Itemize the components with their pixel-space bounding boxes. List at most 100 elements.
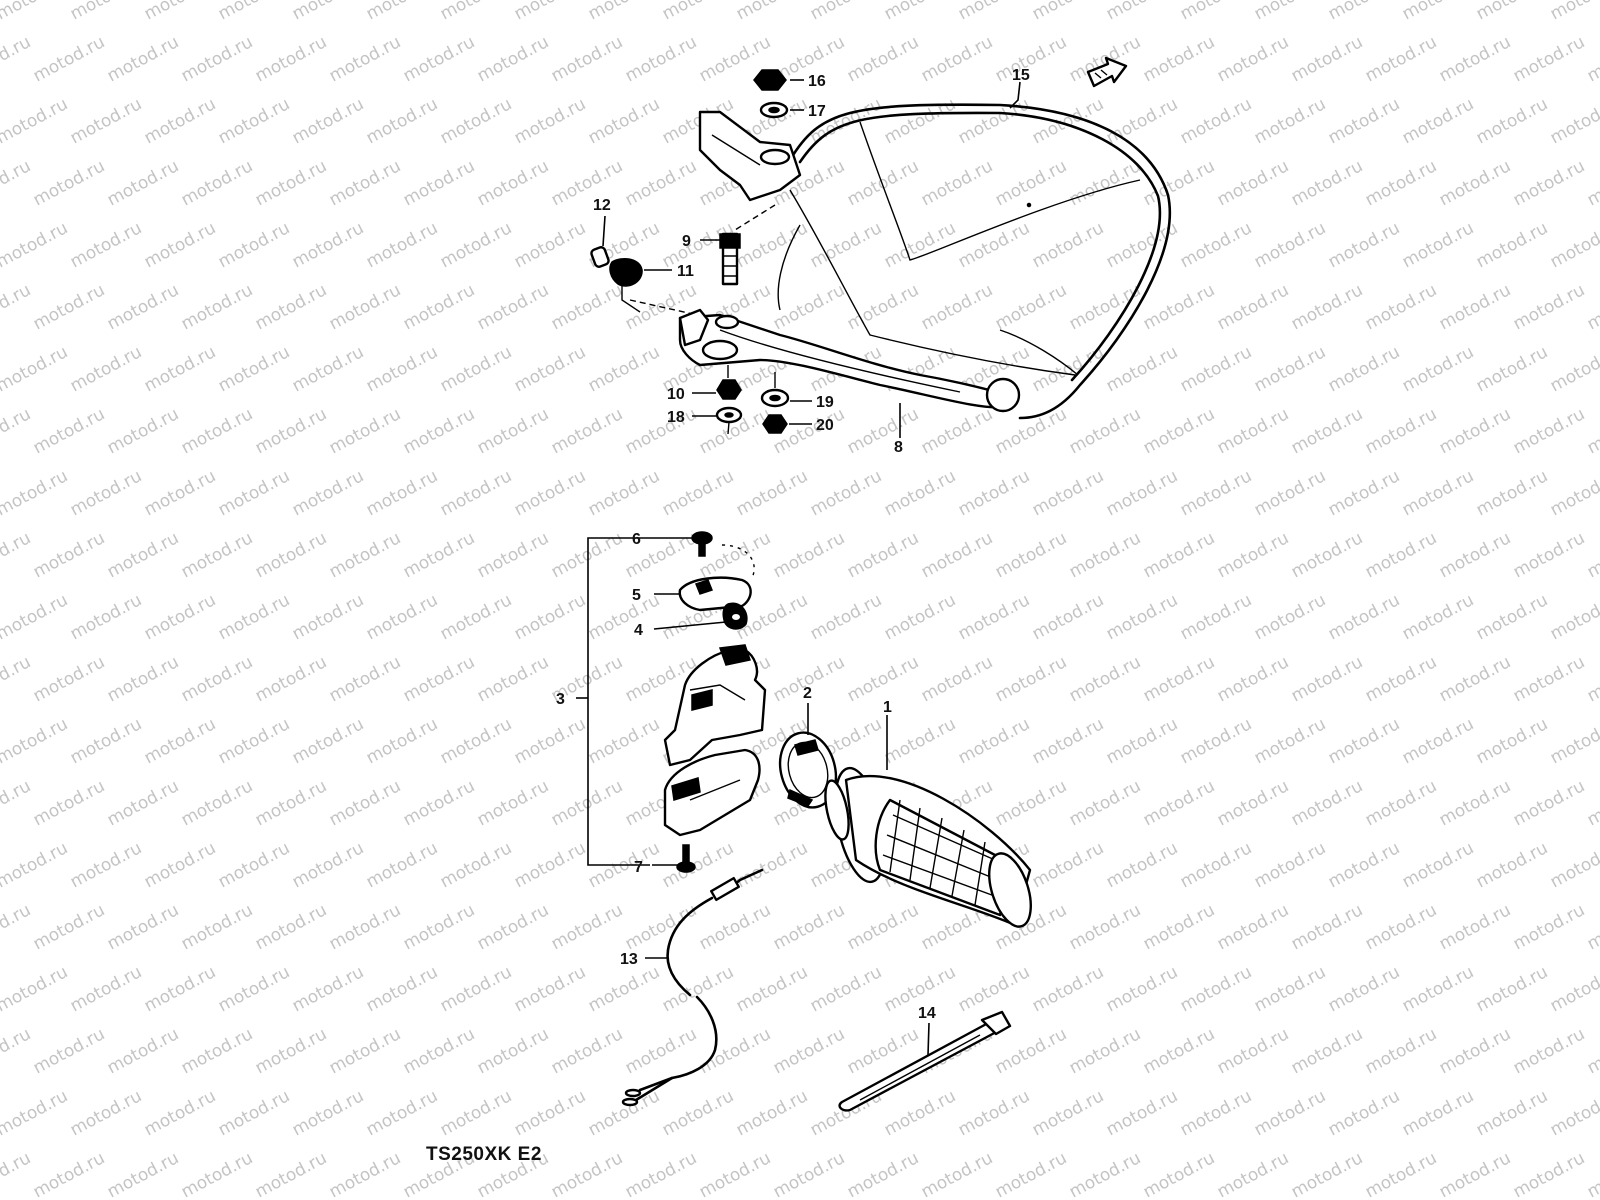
watermark-text: motod.ru: [474, 156, 552, 210]
watermark-text: motod.ru: [1584, 1148, 1600, 1200]
watermark-text: motod.ru: [1214, 156, 1292, 210]
watermark-text: motod.ru: [1214, 652, 1292, 706]
watermark-text: motod.ru: [1029, 714, 1107, 768]
watermark-text: motod.ru: [1066, 280, 1144, 334]
watermark-text: motod.ru: [807, 466, 885, 520]
watermark-text: motod.ru: [1399, 590, 1477, 644]
watermark-text: motod.ru: [1547, 342, 1600, 396]
watermark-text: motod.ru: [178, 900, 256, 954]
watermark-text: motod.ru: [1140, 404, 1218, 458]
watermark-text: motod.ru: [104, 404, 182, 458]
watermark-text: motod.ru: [104, 32, 182, 86]
watermark-text: motod.ru: [733, 466, 811, 520]
lower-stay-8-ridge: [719, 329, 961, 393]
watermark-text: motod.ru: [252, 1148, 330, 1200]
watermark-text: motod.ru: [252, 1024, 330, 1078]
watermark-text: motod.ru: [178, 404, 256, 458]
watermark-text: motod.ru: [0, 1086, 71, 1140]
watermark-text: motod.ru: [844, 528, 922, 582]
watermark-text: motod.ru: [0, 0, 71, 24]
watermark-text: motod.ru: [67, 590, 145, 644]
callout-labels: 16 17 15 12 11 9 10 18 19 20 8 6 5 4 3 7…: [556, 67, 1030, 1022]
washer-17-hole: [768, 106, 780, 114]
hand-guard-assembly: [590, 69, 1171, 435]
leader-12: [602, 215, 606, 247]
watermark-text: motod.ru: [1288, 776, 1366, 830]
watermark-text: motod.ru: [1547, 94, 1600, 148]
callout-7: 7: [634, 859, 643, 876]
watermark-text: motod.ru: [1362, 32, 1440, 86]
watermark-text: motod.ru: [1251, 94, 1329, 148]
watermark-text: motod.ru: [955, 962, 1033, 1016]
watermark-text: motod.ru: [1584, 1024, 1600, 1078]
watermark-text: motod.ru: [844, 32, 922, 86]
watermark-text: motod.ru: [400, 528, 478, 582]
nut-16: [753, 69, 787, 91]
washer-18-hole: [724, 412, 734, 418]
watermark-text: motod.ru: [104, 776, 182, 830]
watermark-text: motod.ru: [1251, 590, 1329, 644]
watermark-text: motod.ru: [1436, 1024, 1514, 1078]
watermark-text: motod.ru: [437, 94, 515, 148]
watermark-text: motod.ru: [1214, 528, 1292, 582]
watermark-text: motod.ru: [363, 1086, 441, 1140]
cover-dash-outline: [721, 544, 755, 579]
watermark-text: motod.ru: [474, 1024, 552, 1078]
watermark-text: motod.ru: [585, 342, 663, 396]
watermark-text: motod.ru: [67, 838, 145, 892]
watermark-text: motod.ru: [1029, 590, 1107, 644]
watermark-text: motod.ru: [400, 404, 478, 458]
front-arrow-icon: [1086, 56, 1128, 88]
throttle-housing-upper-edge: [689, 684, 746, 701]
hand-guard-crease: [999, 329, 1079, 376]
watermark-text: motod.ru: [918, 652, 996, 706]
watermark-text: motod.ru: [1510, 528, 1588, 582]
watermark-text: motod.ru: [104, 1148, 182, 1200]
watermark-text: motod.ru: [252, 280, 330, 334]
watermark-text: motod.ru: [0, 342, 71, 396]
watermark-text: motod.ru: [1066, 776, 1144, 830]
watermark-text: motod.ru: [844, 900, 922, 954]
watermark-text: motod.ru: [474, 528, 552, 582]
watermark-text: motod.ru: [141, 962, 219, 1016]
watermark-text: motod.ru: [363, 94, 441, 148]
watermark-text: motod.ru: [437, 466, 515, 520]
watermark-text: motod.ru: [1029, 962, 1107, 1016]
watermark-text: motod.ru: [0, 900, 34, 954]
watermark-text: motod.ru: [1288, 652, 1366, 706]
watermark-text: motod.ru: [1510, 156, 1588, 210]
watermark-text: motod.ru: [67, 94, 145, 148]
watermark-text: motod.ru: [1251, 0, 1329, 24]
watermark-text: motod.ru: [1510, 1148, 1588, 1200]
watermark-text: motod.ru: [437, 714, 515, 768]
watermark-text: motod.ru: [0, 156, 34, 210]
watermark-text: motod.ru: [1288, 32, 1366, 86]
watermark-text: motod.ru: [326, 652, 404, 706]
watermark-text: motod.ru: [0, 1024, 34, 1078]
watermark-text: motod.ru: [1177, 342, 1255, 396]
watermark-text: motod.ru: [178, 1148, 256, 1200]
watermark-text: motod.ru: [1325, 466, 1403, 520]
watermark-text: motod.ru: [30, 652, 108, 706]
watermark-text: motod.ru: [807, 218, 885, 272]
watermark-text: motod.ru: [807, 0, 885, 24]
watermark-text: motod.ru: [1547, 962, 1600, 1016]
watermark-text: motod.ru: [918, 32, 996, 86]
callout-13: 13: [620, 951, 638, 968]
watermark-text: motod.ru: [289, 94, 367, 148]
screw-7: [676, 844, 696, 873]
watermark-text: motod.ru: [992, 652, 1070, 706]
watermark-text: motod.ru: [1584, 280, 1600, 334]
upper-mount-bracket: [698, 110, 802, 202]
watermark-text: motod.ru: [955, 1086, 1033, 1140]
group-3-bracket: [587, 537, 650, 866]
watermark-text: motod.ru: [141, 1086, 219, 1140]
callout-14: 14: [918, 1005, 936, 1022]
watermark-text: motod.ru: [1362, 404, 1440, 458]
watermark-text: motod.ru: [326, 156, 404, 210]
watermark-text: motod.ru: [844, 280, 922, 334]
watermark-text: motod.ru: [622, 1148, 700, 1200]
watermark-text: motod.ru: [1473, 590, 1551, 644]
watermark-text: motod.ru: [511, 94, 589, 148]
